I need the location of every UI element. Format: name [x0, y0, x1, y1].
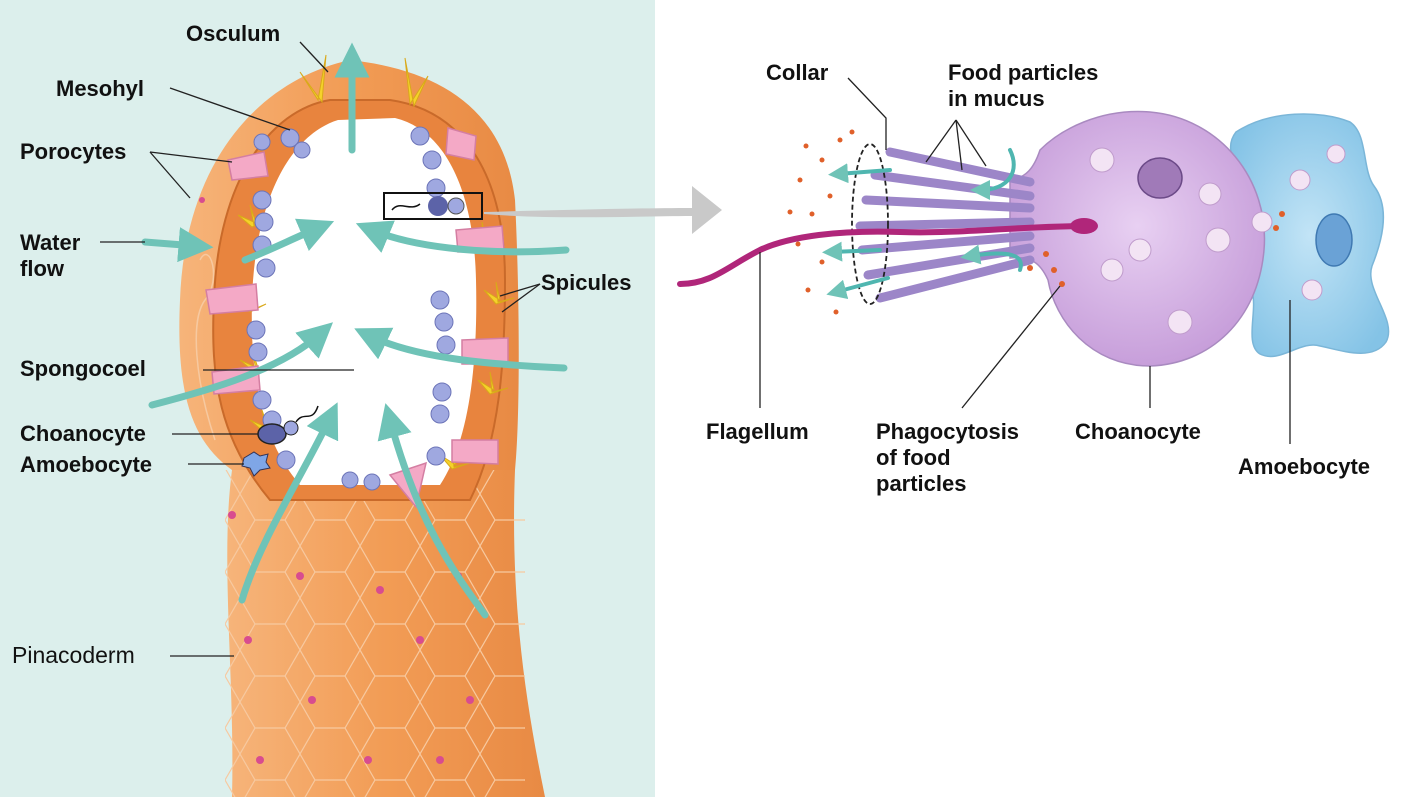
label-pinacoderm: Pinacoderm	[12, 642, 135, 668]
label-collar: Collar	[766, 60, 828, 86]
label-food-particles-line2: in mucus	[948, 86, 1098, 112]
collar-microvilli	[860, 152, 1030, 298]
label-choanocyte-detail: Choanocyte	[1075, 419, 1201, 445]
label-flagellum: Flagellum	[706, 419, 809, 445]
label-phagocytosis: Phagocytosis of food particles	[876, 419, 1019, 497]
label-porocytes: Porocytes	[20, 139, 126, 165]
label-amoebocyte: Amoebocyte	[20, 452, 152, 478]
label-food-particles-line1: Food particles	[948, 60, 1098, 86]
choanocyte-detail	[680, 112, 1389, 366]
label-spicules: Spicules	[541, 270, 631, 296]
label-mesohyl: Mesohyl	[56, 76, 144, 102]
label-food-particles: Food particles in mucus	[948, 60, 1098, 112]
label-phagocytosis-line2: of food	[876, 445, 1019, 471]
label-water-flow-line1: Water	[20, 230, 80, 256]
label-water-flow-line2: flow	[20, 256, 80, 282]
label-osculum: Osculum	[186, 21, 280, 47]
label-water-flow: Water flow	[20, 230, 80, 282]
label-amoebocyte-detail: Amoebocyte	[1238, 454, 1370, 480]
label-phagocytosis-line3: particles	[876, 471, 1019, 497]
label-phagocytosis-line1: Phagocytosis	[876, 419, 1019, 445]
label-spongocoel: Spongocoel	[20, 356, 146, 382]
label-choanocyte: Choanocyte	[20, 421, 146, 447]
